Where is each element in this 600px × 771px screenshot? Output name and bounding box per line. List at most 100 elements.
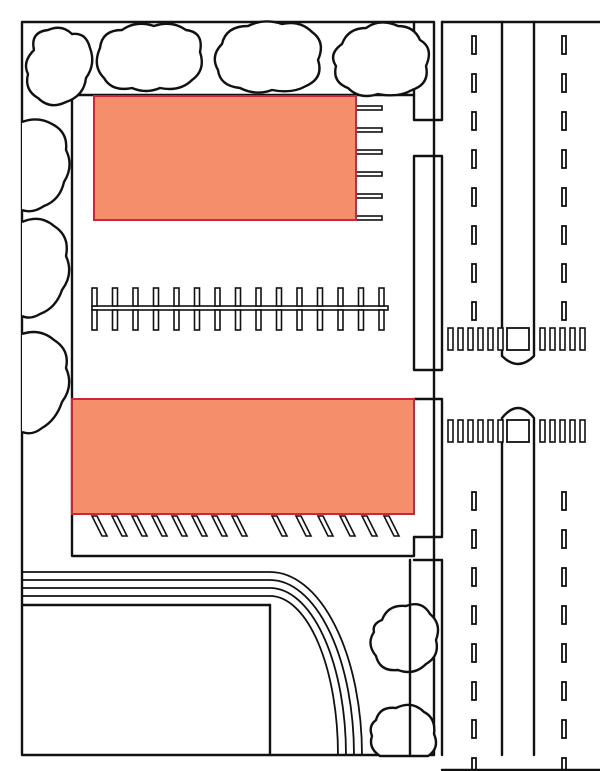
- parking-stall: [338, 515, 357, 537]
- parking-stall: [132, 287, 139, 307]
- parking-stall: [355, 127, 383, 133]
- lower-curb: [412, 558, 444, 757]
- lane-dash: [471, 35, 477, 55]
- crosswalk-stripe: [487, 419, 494, 443]
- crosswalk-stripe: [447, 419, 454, 443]
- crosswalk-stripe: [477, 419, 484, 443]
- parking-stall: [378, 287, 385, 307]
- crosswalk-stripe: [477, 327, 484, 351]
- parking-stall: [355, 105, 383, 111]
- parking-stall: [337, 309, 344, 331]
- crosswalk-stripe: [549, 327, 556, 351]
- parking-stalls-top: [355, 105, 383, 221]
- lane-dash: [471, 73, 477, 93]
- lane-dash: [561, 643, 567, 663]
- crosswalk-stripe: [569, 327, 576, 351]
- lane-dash: [471, 719, 477, 739]
- lane-dash: [561, 111, 567, 131]
- parking-stall: [214, 309, 221, 331]
- parking-stall: [296, 309, 303, 331]
- parking-stall: [316, 309, 324, 331]
- lane-dash: [471, 187, 477, 207]
- middle-curb: [412, 397, 444, 539]
- parking-stall: [316, 287, 324, 307]
- crosswalk-stripe: [457, 327, 464, 351]
- street: [440, 20, 600, 771]
- crosswalk-stripe: [467, 419, 474, 443]
- parking-stall: [255, 287, 262, 307]
- parking-stall: [152, 287, 160, 307]
- lane-dash: [471, 263, 477, 283]
- parking-stall: [355, 149, 383, 155]
- parking-stall: [111, 287, 119, 307]
- parking-stall: [337, 287, 344, 307]
- lane-dash: [561, 73, 567, 93]
- lane-dash: [561, 681, 567, 701]
- lane-dash: [471, 529, 477, 549]
- crosswalk-stripe: [569, 419, 576, 443]
- lane-dash: [561, 187, 567, 207]
- crosswalk-stripe: [467, 327, 474, 351]
- crosswalk-stripe: [579, 327, 586, 351]
- track-lane: [22, 595, 339, 756]
- parking-stall: [275, 309, 283, 331]
- running-track: [22, 571, 363, 756]
- lane-dash: [471, 111, 477, 131]
- lane-dash: [471, 605, 477, 625]
- parking-stall: [193, 287, 201, 307]
- parking-stall: [360, 515, 379, 537]
- crosswalk-north: [447, 327, 586, 351]
- tree-icon: [21, 217, 71, 319]
- parking-stall: [150, 515, 169, 537]
- parking-stalls-middle: [91, 287, 389, 331]
- crosswalk-stripe: [539, 327, 546, 351]
- parking-stall: [255, 309, 262, 331]
- lane-dash: [561, 719, 567, 739]
- tree-icon: [331, 21, 431, 98]
- parking-stall: [90, 515, 109, 537]
- parking-stall: [296, 287, 303, 307]
- lane-dash: [561, 35, 567, 55]
- parking-stall: [214, 287, 221, 307]
- parking-stall: [234, 309, 242, 331]
- parking-stall: [190, 515, 209, 537]
- crosswalk-stripe: [497, 419, 504, 443]
- tree-icon: [369, 703, 438, 758]
- crosswalk-stripe: [539, 419, 546, 443]
- parking-stall: [110, 515, 129, 537]
- lane-dash: [561, 567, 567, 587]
- crosswalk-stripe: [497, 327, 504, 351]
- crosswalk-stripe: [559, 327, 566, 351]
- track-lane: [22, 579, 355, 756]
- lane-dash: [471, 301, 477, 321]
- tree-icon: [369, 603, 440, 674]
- parking-stall: [132, 309, 139, 331]
- crosswalk-stripe: [559, 419, 566, 443]
- lane-dash: [471, 643, 477, 663]
- parking-stall: [152, 309, 160, 331]
- parking-stall: [234, 287, 242, 307]
- track-lane: [22, 587, 347, 756]
- lane-dash: [561, 605, 567, 625]
- parking-stalls-angled: [90, 515, 401, 537]
- parking-stall: [378, 309, 385, 331]
- parking-stall: [275, 287, 283, 307]
- crosswalk-stripe: [579, 419, 586, 443]
- crosswalk-stripe: [447, 327, 454, 351]
- track-lane: [22, 571, 363, 756]
- parking-stall: [91, 309, 98, 331]
- tree-icon: [24, 26, 94, 107]
- median-island-upper: [412, 154, 444, 372]
- parking-stall: [294, 515, 313, 537]
- parking-stall: [173, 309, 180, 331]
- tree-icon: [21, 330, 71, 435]
- parking-stall: [355, 215, 383, 221]
- parking-stall: [210, 515, 229, 537]
- lane-dash: [561, 757, 567, 771]
- lane-dash: [561, 225, 567, 245]
- lane-dash: [471, 491, 477, 511]
- sports-field: [20, 571, 363, 757]
- trees: [21, 20, 440, 758]
- parking-stall: [173, 287, 180, 307]
